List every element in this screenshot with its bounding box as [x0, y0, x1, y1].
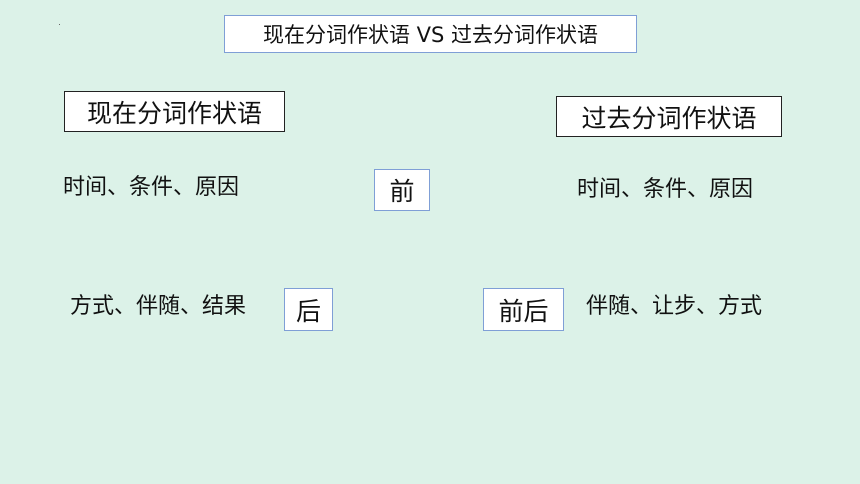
present-participle-heading-text: 现在分词作状语 — [86, 98, 262, 128]
present-before-uses: 时间、条件、原因 — [63, 175, 240, 200]
present-after-uses: 方式、伴随、结果 — [70, 294, 247, 319]
position-before-label: 前 — [374, 169, 430, 211]
past-after-uses: 伴随、让步、方式 — [586, 294, 763, 319]
position-both-label: 前后 — [483, 288, 564, 331]
slide-title: 现在分词作状语 VS 过去分词作状语 — [224, 15, 637, 53]
position-after-label-text: 后 — [295, 296, 321, 326]
stray-dot — [59, 24, 60, 25]
slide-title-text: 现在分词作状语 VS 过去分词作状语 — [262, 23, 599, 47]
past-participle-heading-text: 过去分词作状语 — [581, 103, 757, 133]
present-participle-heading: 现在分词作状语 — [64, 91, 285, 132]
position-before-label-text: 前 — [389, 177, 415, 206]
past-before-uses: 时间、条件、原因 — [577, 177, 754, 202]
past-participle-heading: 过去分词作状语 — [556, 96, 782, 137]
position-after-label: 后 — [284, 288, 333, 331]
position-both-label-text: 前后 — [498, 296, 549, 326]
